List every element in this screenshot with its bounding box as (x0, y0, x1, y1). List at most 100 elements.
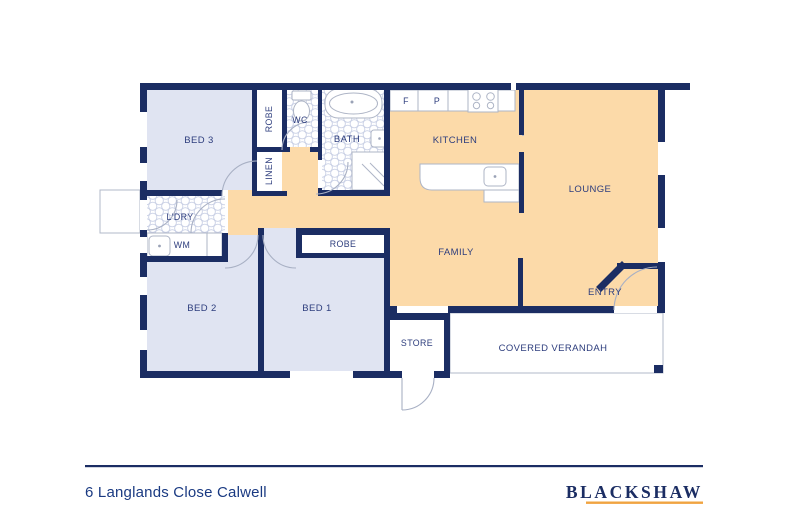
door-arc-laundry-hall (190, 198, 226, 234)
wall-east (658, 90, 665, 313)
wall-break (511, 83, 516, 90)
toilet-cistern (291, 90, 312, 101)
room-label-store: STORE (401, 338, 433, 348)
kitchen-bench-dividers (417, 90, 499, 111)
cooktop (467, 88, 499, 113)
wall-robe1-west (296, 228, 302, 258)
door-arc-bed1 (262, 234, 297, 269)
vanity-drain (378, 137, 381, 140)
wall-robe1-north (296, 228, 390, 235)
window-gap (658, 228, 665, 262)
kitchen-sink-drain (493, 175, 497, 178)
wall-bed3-south (140, 190, 222, 196)
wall-wc-south-right (310, 147, 322, 152)
wall-north (140, 83, 690, 90)
brand-underline (586, 501, 703, 504)
bed2-alcove-floor (228, 235, 258, 371)
label-pantry: P (434, 96, 440, 106)
shower-spray-lines (361, 162, 385, 187)
room-label-robe-bed1: ROBE (330, 239, 357, 249)
cooktop-burner (486, 101, 495, 110)
footer-divider (85, 465, 703, 468)
wall-entry-top (617, 263, 665, 269)
wall-laundry-corner (222, 233, 228, 262)
wall-south-living (390, 306, 665, 313)
room-label-bed2: BED 2 (187, 303, 216, 314)
cooktop-burner (472, 101, 481, 110)
wall-bed1-east (384, 228, 390, 378)
window-gap (140, 112, 147, 147)
door-arc-laundry-ext (146, 199, 178, 231)
wall-bed3-east (252, 90, 257, 196)
laundry-tub-drain (158, 244, 161, 248)
wall-bed2-north (140, 256, 228, 262)
room-label-linen: LINEN (264, 157, 274, 185)
brand-logo: BLACKSHAW (566, 482, 703, 502)
window-gap (140, 163, 147, 181)
wall-west (140, 83, 147, 378)
room-labels: BED 3 ROBE WC BATH LINEN L'DRY WM BED 2 … (167, 96, 622, 354)
bathtub-basin (329, 92, 378, 115)
room-label-wc: WC (292, 115, 308, 125)
footer-address: 6 Langlands Close Calwell (85, 484, 267, 501)
wall-robe-linen (252, 147, 287, 152)
cooktop-burner (472, 92, 481, 101)
linen-interior (257, 152, 282, 191)
laundry-door-gap (140, 200, 147, 230)
room-label-laundry: L'DRY (167, 212, 194, 222)
wall-store-east (444, 313, 450, 378)
bath-hall-floor (282, 147, 318, 196)
window-gap (140, 330, 147, 350)
window-gap (140, 277, 147, 295)
wall-bath-kitchen (384, 90, 390, 196)
wall-linen-south (252, 191, 287, 196)
room-label-family: FAMILY (438, 247, 474, 258)
store-interior (390, 313, 444, 371)
room-label-verandah: COVERED VERANDAH (499, 343, 608, 354)
wall-bed2-bed1 (258, 228, 264, 371)
door-swings (146, 121, 658, 411)
window-gap (290, 371, 353, 378)
room-label-bath: BATH (334, 134, 360, 145)
door-arc-entry (613, 266, 658, 311)
wall-wc-south-left (282, 147, 290, 152)
store-door-gap (402, 371, 434, 378)
window-gap (658, 142, 665, 175)
door-arc-wc (281, 121, 311, 151)
room-label-robe-bed3: ROBE (264, 106, 274, 133)
door-arc-bed2 (224, 234, 259, 269)
room-label-bed1: BED 1 (302, 303, 331, 314)
window-gap (397, 306, 448, 313)
toilet-bowl (293, 100, 310, 122)
door-arc-bed3 (221, 160, 258, 197)
room-label-kitchen: KITCHEN (433, 135, 478, 146)
window-gaps (140, 83, 665, 378)
wall-robe-wc (282, 90, 287, 152)
robe-bed1-interior (302, 235, 384, 253)
room-label-lounge: LOUNGE (569, 184, 612, 195)
wall-bath-west-upper (318, 90, 322, 160)
entry-door-gap (614, 306, 657, 313)
window-gap (140, 237, 147, 253)
bathtub-drain (350, 100, 354, 104)
verandah-post (654, 365, 663, 373)
door-arc-store (401, 377, 435, 411)
wall-kitchen-lounge-upper (519, 90, 524, 135)
label-fridge: F (403, 96, 409, 106)
room-label-wm: WM (174, 240, 190, 250)
wall-robe1-south (296, 253, 390, 258)
footer: 6 Langlands Close Calwell BLACKSHAW (85, 465, 703, 504)
wall-kitchen-lounge-mid (519, 152, 524, 213)
cooktop-burner (486, 92, 495, 101)
joinery (146, 88, 524, 259)
side-porch (99, 189, 141, 234)
wall-bath-south (318, 190, 390, 196)
wall-store-north (384, 313, 450, 320)
walls (140, 83, 690, 378)
room-label-bed3: BED 3 (184, 135, 213, 146)
room-label-entry: ENTRY (588, 287, 622, 298)
white-areas (99, 90, 664, 374)
robe-bed3-interior (257, 90, 282, 147)
